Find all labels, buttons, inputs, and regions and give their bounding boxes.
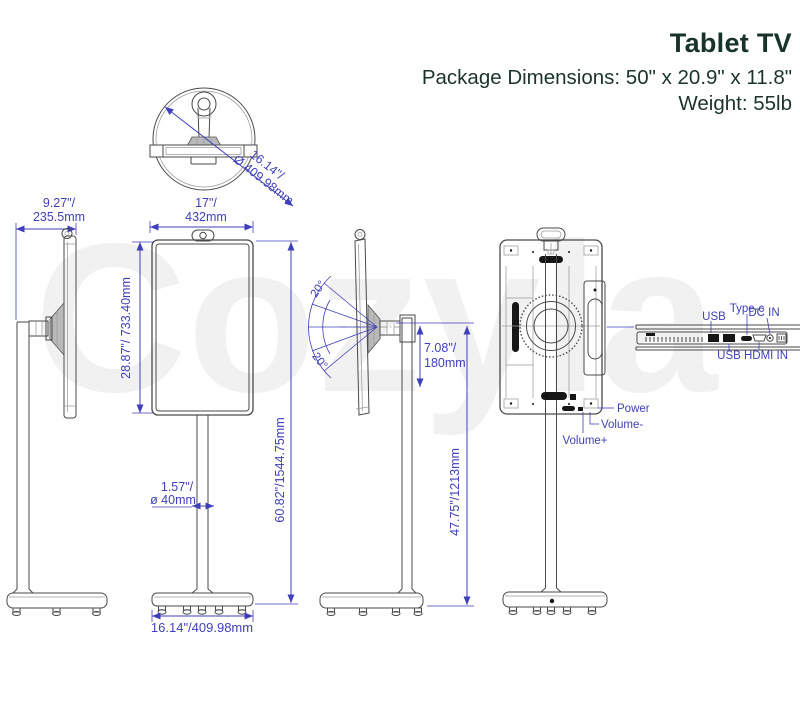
back-bottom-slot	[541, 392, 567, 400]
back-base	[502, 591, 608, 608]
volume-button	[578, 407, 583, 411]
power-button	[562, 406, 575, 411]
stand-height-dimension: 47.75"/1213mm	[427, 326, 474, 607]
port-detail: USB Type-c DC IN USB HDMI IN	[607, 303, 800, 362]
hdmi-in-label: HDMI IN	[744, 350, 788, 362]
total-height-label: 60.82"/1544.75mm	[273, 417, 287, 522]
pole-diameter-label-line2: ø 40mm	[150, 493, 196, 507]
back-port-bracket	[583, 280, 606, 376]
side-panel	[63, 235, 77, 419]
usb-bottom-label: USB	[717, 350, 741, 362]
pin-connector	[776, 333, 787, 343]
pole-diameter-label-line1: 1.57"/	[161, 480, 194, 494]
screen-width-label-line2: 432mm	[185, 210, 227, 224]
front-base-feet	[157, 605, 247, 615]
weight-text: Weight: 55lb	[678, 91, 792, 115]
side-camera	[61, 228, 73, 239]
volume-plus-label: Volume+	[562, 435, 607, 447]
screen-width-dimension: 17"/ 432mm	[149, 196, 254, 233]
back-top-slot	[539, 256, 563, 263]
mount-ring	[519, 294, 583, 358]
back-base-feet	[508, 606, 597, 615]
tilt-side-view: 20° 20° 7.08"/ 180mm 47.75"/1213mm	[308, 229, 474, 616]
type-c-port	[741, 336, 752, 341]
package-dimensions-text: Package Dimensions: 50" x 20.9" x 11.8"	[421, 66, 792, 89]
tilt-base-feet	[326, 607, 423, 616]
port-strip	[636, 331, 788, 345]
vent-slots	[645, 337, 703, 342]
volume-minus-label: Volume-	[601, 419, 643, 431]
power-label: Power	[617, 403, 650, 415]
front-base	[151, 592, 254, 607]
side-base	[6, 592, 108, 609]
page-title: Tablet TV	[669, 28, 792, 58]
screen-width-label-line1: 17"/	[195, 196, 217, 210]
depth-label-line2: 235.5mm	[33, 210, 85, 224]
pole-diameter-dimension: 1.57"/ ø 40mm	[150, 480, 214, 510]
side-arm	[28, 320, 49, 337]
total-height-dimension: 60.82"/1544.75mm	[255, 240, 298, 605]
dc-in-port	[766, 334, 774, 342]
height-adjust-dimension: 7.08"/ 180mm	[396, 322, 474, 387]
height-adjust-label-line2: 180mm	[424, 356, 466, 370]
usb-top-label: USB	[702, 311, 726, 323]
title-block: Tablet TV Package Dimensions: 50" x 20.9…	[422, 28, 792, 116]
height-adjust-label-line1: 7.08"/	[424, 341, 457, 355]
side-base-feet	[12, 607, 101, 616]
tilt-camera	[354, 229, 366, 240]
stand-height-label: 47.75"/1213mm	[448, 448, 462, 536]
corner-brackets	[503, 245, 599, 409]
left-side-view: 9.27"/ 235.5mm	[6, 196, 108, 616]
base-width-label: 16.14"/409.98mm	[151, 620, 253, 635]
control-callouts: Power Volume- Volume+	[562, 403, 649, 447]
front-camera	[191, 229, 215, 242]
port-labels: USB Type-c DC IN USB HDMI IN	[702, 303, 788, 362]
front-view	[151, 229, 254, 615]
hdmi-port	[752, 334, 767, 342]
screen-height-dimension: 28.87"/ 733.40mm	[119, 241, 153, 414]
back-view: Power Volume- Volume+	[499, 227, 650, 615]
back-left-vent	[512, 302, 519, 352]
screen-height-label: 28.87"/ 733.40mm	[119, 277, 133, 379]
tilt-panel	[354, 238, 370, 416]
dc-in-label: DC IN	[748, 307, 779, 319]
front-screen	[151, 239, 254, 416]
base-width-dimension: 16.14"/409.98mm	[151, 610, 254, 635]
type-c-label: Type-c	[730, 303, 765, 315]
depth-label-line1: 9.27"/	[43, 196, 76, 210]
tilt-base	[319, 592, 424, 609]
usb-port-1	[708, 334, 719, 342]
usb-port-2	[723, 334, 735, 342]
top-view	[149, 87, 258, 191]
